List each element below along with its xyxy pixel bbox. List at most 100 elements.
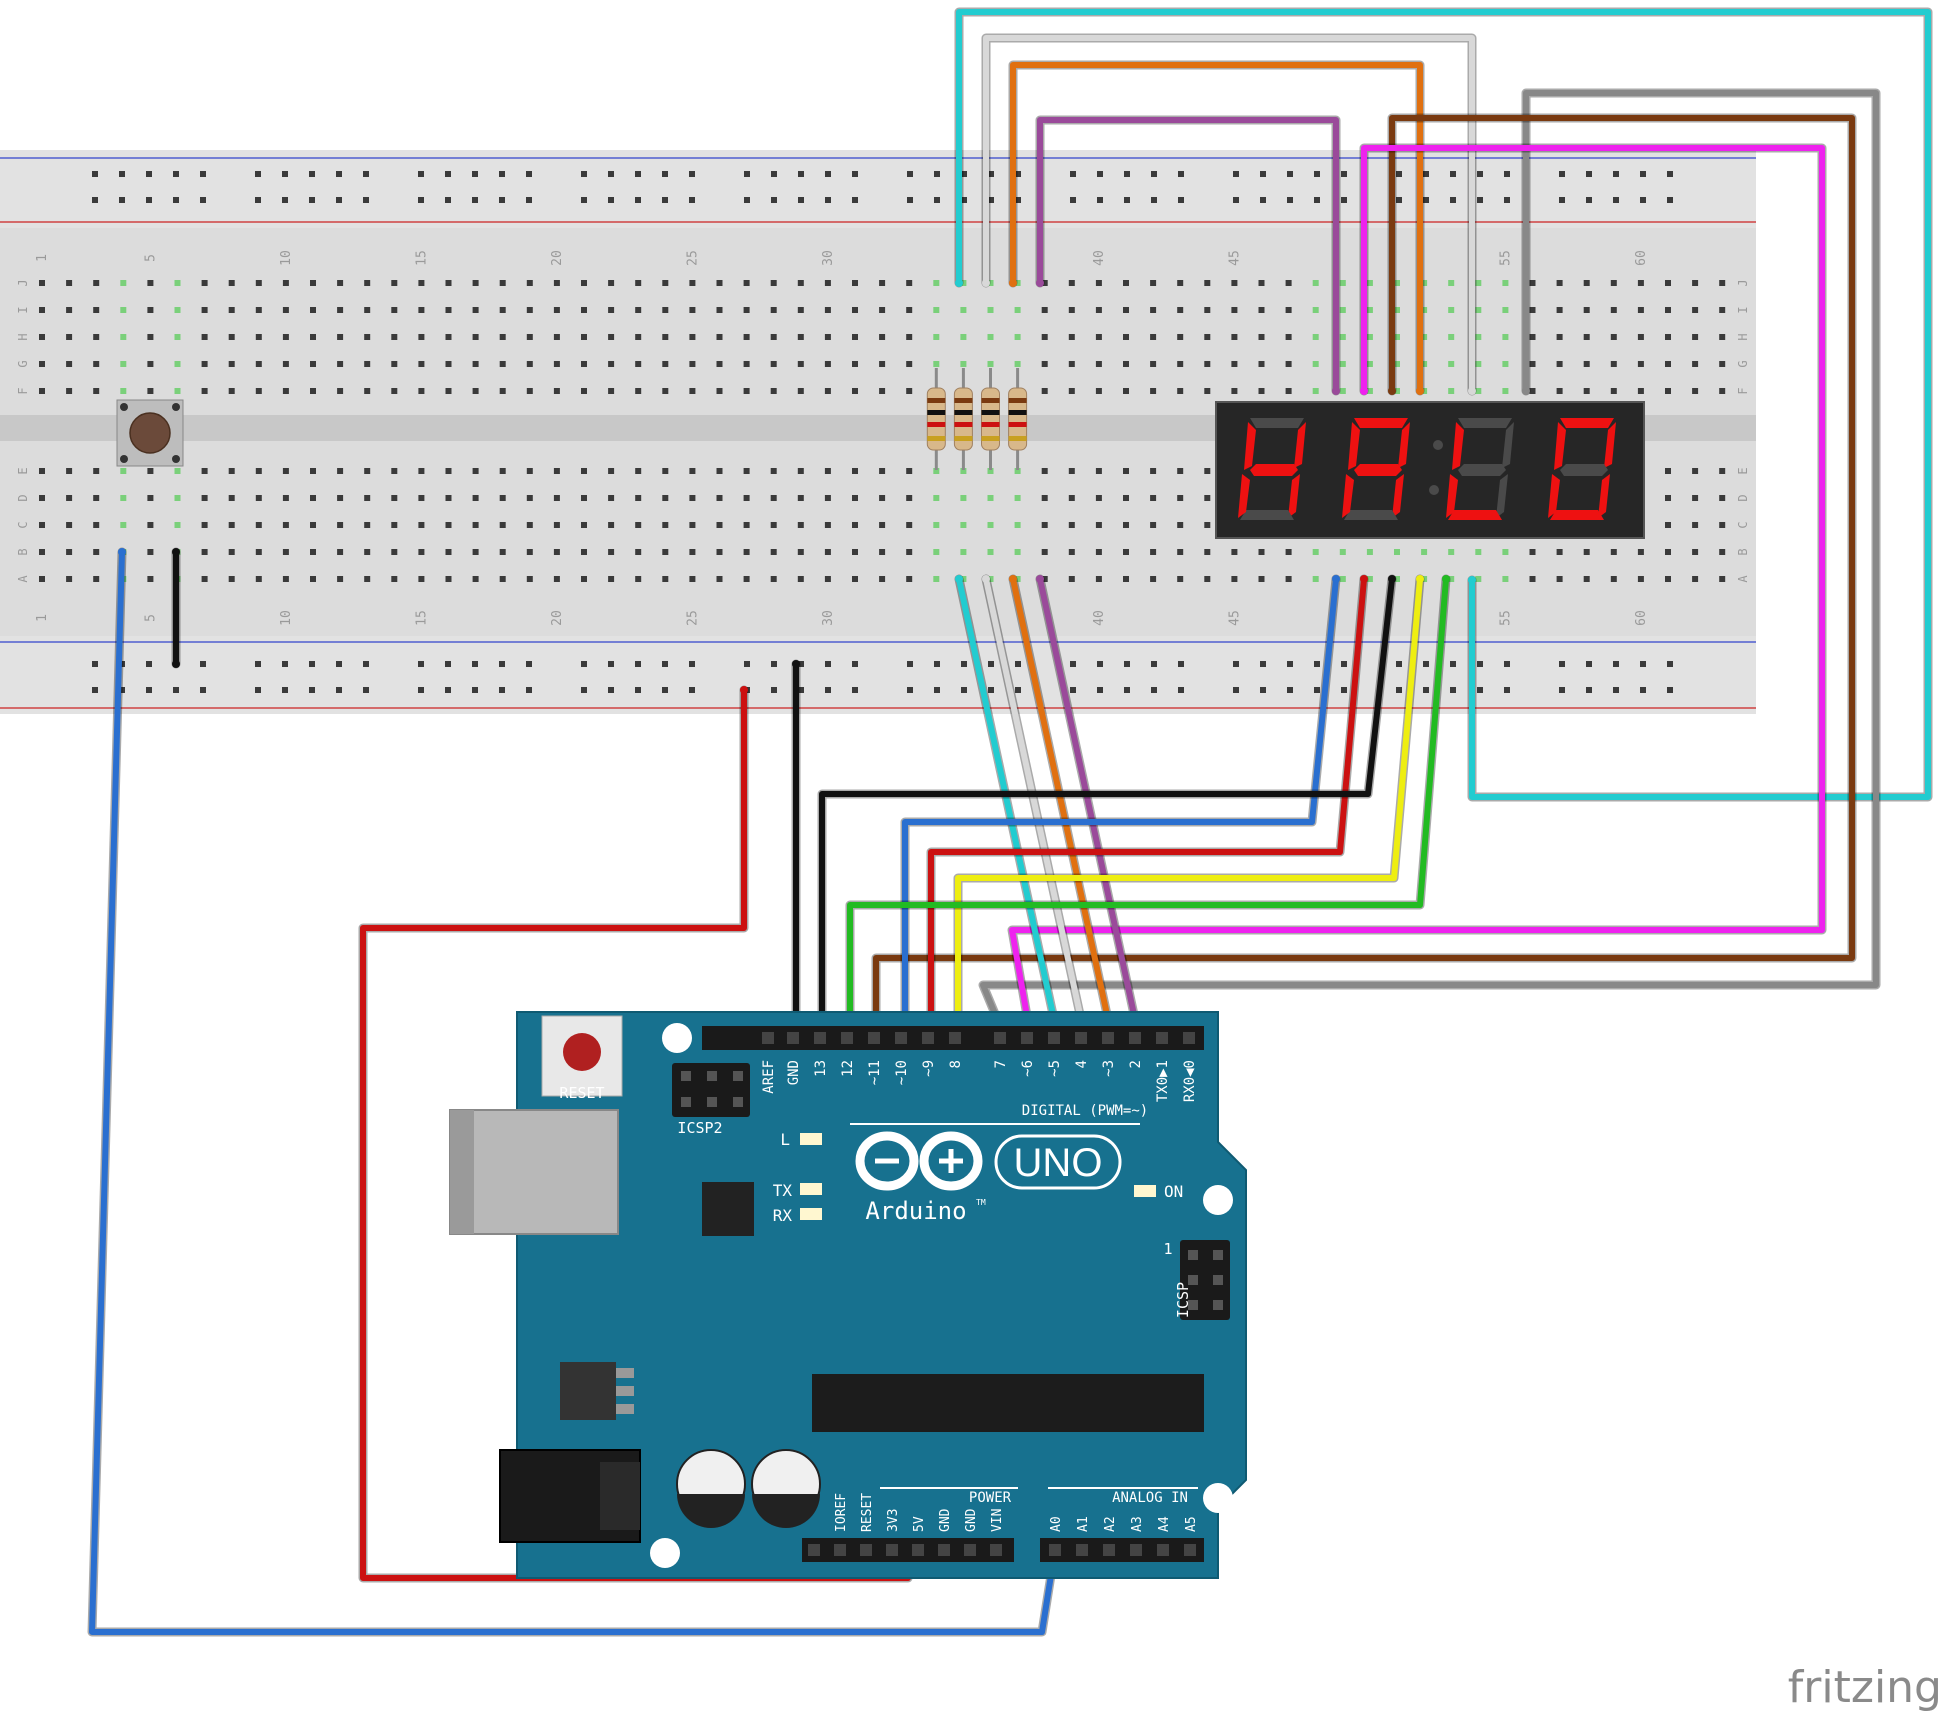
- header-pin[interactable]: [1102, 1032, 1114, 1044]
- rail-hole: [988, 197, 994, 203]
- breadboard-hole: [662, 280, 669, 286]
- wire-white-bottom[interactable]: [983, 576, 1087, 1036]
- header-pin[interactable]: [1049, 1544, 1061, 1556]
- header-pin[interactable]: [1184, 1544, 1196, 1556]
- wire-brown[interactable]: [873, 115, 1855, 1036]
- breadboard-hole: [1719, 576, 1726, 582]
- header-pin[interactable]: [1048, 1032, 1060, 1044]
- header-pin[interactable]: [868, 1032, 880, 1044]
- header-pin[interactable]: [1156, 1032, 1168, 1044]
- header-pin[interactable]: [841, 1032, 853, 1044]
- rail-hole: [907, 661, 913, 667]
- breadboard-hole: [174, 280, 181, 286]
- header-pin[interactable]: [964, 1544, 976, 1556]
- header-pin[interactable]: [938, 1544, 950, 1556]
- push-button[interactable]: [116, 399, 184, 467]
- wire-orange-top[interactable]: [1010, 62, 1423, 394]
- rail-hole: [771, 687, 777, 693]
- header-pin[interactable]: [860, 1544, 872, 1556]
- header-pin[interactable]: [1075, 1032, 1087, 1044]
- breadboard-hole: [852, 388, 858, 394]
- header-pin[interactable]: [834, 1544, 846, 1556]
- resistor-group: [926, 368, 1028, 470]
- reset-button[interactable]: [563, 1033, 601, 1071]
- rail-hole: [255, 687, 261, 693]
- wire-cyan-top[interactable]: [956, 9, 1931, 800]
- header-pin[interactable]: [949, 1032, 961, 1044]
- wire-black-display[interactable]: [819, 576, 1395, 1036]
- breadboard-hole: [1610, 280, 1617, 286]
- breadboard-hole: [201, 388, 208, 394]
- wire-orange-bottom[interactable]: [1010, 576, 1114, 1036]
- breadboard-hole: [1583, 334, 1590, 340]
- rail-hole: [200, 687, 206, 693]
- breadboard-hole: [581, 522, 587, 528]
- wire-gray[interactable]: [980, 90, 1879, 1036]
- column-number: 45: [1227, 250, 1242, 266]
- wire-purple-bottom[interactable]: [1037, 576, 1141, 1036]
- breadboard-hole: [716, 361, 723, 367]
- wire-red-display[interactable]: [928, 576, 1367, 1036]
- row-letter: A: [1736, 575, 1750, 583]
- rail-hole: [608, 687, 614, 693]
- breadboard-hole: [1366, 280, 1373, 286]
- breadboard-hole: [201, 307, 208, 313]
- rail-hole: [1314, 197, 1320, 203]
- header-pin[interactable]: [886, 1544, 898, 1556]
- rail-hole: [1559, 687, 1565, 693]
- header-pin[interactable]: [912, 1544, 924, 1556]
- button-cap[interactable]: [129, 412, 171, 454]
- breadboard-hole: [201, 280, 208, 286]
- breadboard-hole: [553, 522, 560, 528]
- breadboard-hole: [364, 576, 371, 582]
- mount-hole: [662, 1023, 692, 1053]
- rail-hole: [1477, 687, 1483, 693]
- column-number: 5: [143, 254, 158, 262]
- header-pin[interactable]: [814, 1032, 826, 1044]
- header-pin[interactable]: [787, 1032, 799, 1044]
- wire-cyan-bottom[interactable]: [956, 576, 1060, 1036]
- header-pin[interactable]: [1076, 1544, 1088, 1556]
- breadboard-hole: [852, 280, 858, 286]
- breadboard-hole: [797, 307, 804, 313]
- breadboard-hole: [1041, 468, 1048, 474]
- wire-yellow-display[interactable]: [955, 576, 1423, 1036]
- header-pin[interactable]: [1103, 1544, 1115, 1556]
- wire-blue-display[interactable]: [902, 576, 1339, 1036]
- rail-hole: [1260, 171, 1266, 177]
- segment-f: [1348, 422, 1360, 470]
- breadboard-hole: [1014, 549, 1021, 555]
- rail-hole: [961, 171, 967, 177]
- header-pin[interactable]: [990, 1544, 1002, 1556]
- rail-hole: [1178, 687, 1184, 693]
- wire-white-top[interactable]: [983, 35, 1475, 394]
- header-pin[interactable]: [808, 1544, 820, 1556]
- header-pin[interactable]: [1130, 1544, 1142, 1556]
- header-pin[interactable]: [895, 1032, 907, 1044]
- rail-hole: [662, 197, 668, 203]
- breadboard-hole: [743, 576, 750, 582]
- breadboard-hole: [1285, 280, 1292, 286]
- voltage-regulator: [560, 1362, 616, 1420]
- rail-hole: [1423, 687, 1429, 693]
- rail-hole: [825, 197, 831, 203]
- wire-blue-a0[interactable]: [89, 549, 1058, 1635]
- header-pin[interactable]: [1129, 1032, 1141, 1044]
- wire-magenta[interactable]: [1009, 145, 1825, 1036]
- header-pin[interactable]: [922, 1032, 934, 1044]
- header-pin[interactable]: [1021, 1032, 1033, 1044]
- breadboard-hole: [933, 468, 940, 474]
- header-pin[interactable]: [762, 1032, 774, 1044]
- header-pin[interactable]: [1183, 1032, 1195, 1044]
- header-pin[interactable]: [1157, 1544, 1169, 1556]
- wire-green-display[interactable]: [847, 576, 1449, 1036]
- breadboard-hole: [635, 334, 642, 340]
- header-pin[interactable]: [994, 1032, 1006, 1044]
- breadboard-hole: [147, 388, 154, 394]
- breadboard-hole: [1068, 280, 1075, 286]
- wire-purple-top[interactable]: [1037, 117, 1339, 394]
- rail-hole: [526, 171, 532, 177]
- breadboard-hole: [499, 280, 506, 286]
